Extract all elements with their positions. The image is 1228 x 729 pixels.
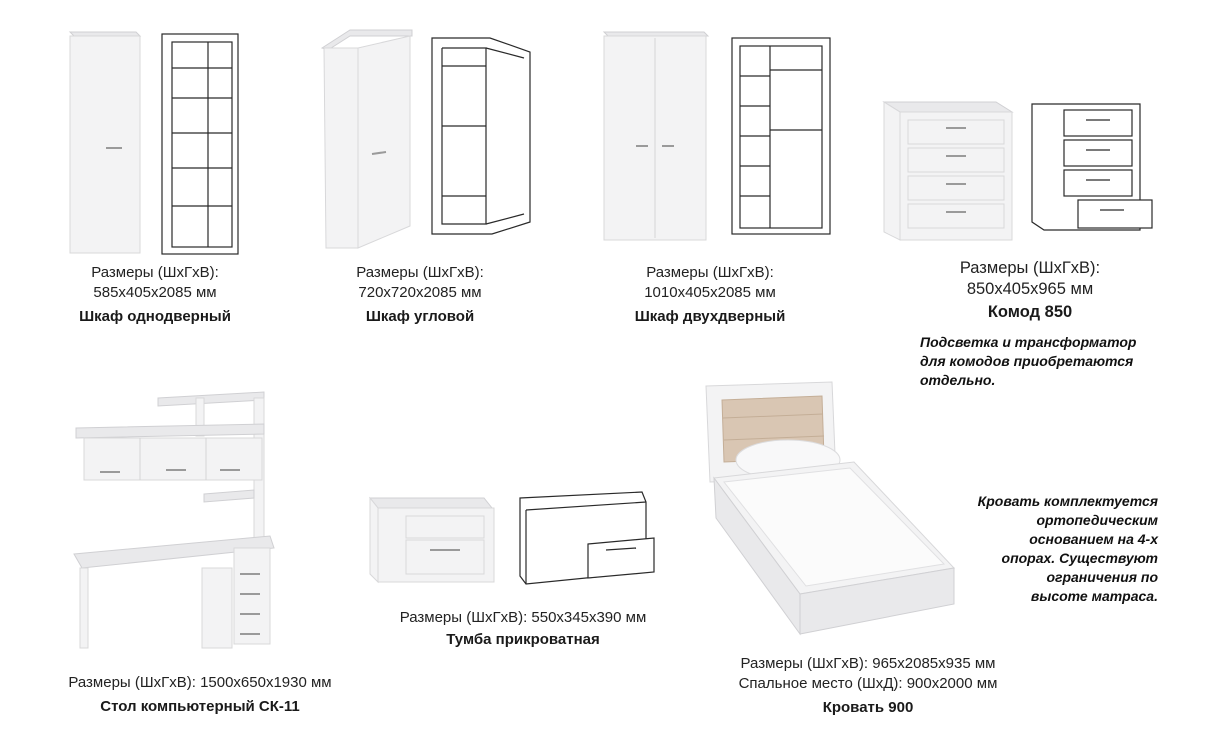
product-dims-line2: 585х405х2085 мм <box>93 284 217 301</box>
product-dims-line1: Размеры (ШхГхВ): <box>646 264 774 281</box>
note-line: высоте матраса. <box>1030 588 1158 604</box>
product-dims-line1: Размеры (ШхГхВ): <box>91 264 219 281</box>
corner-wardrobe-image <box>320 29 531 249</box>
dresser-850-image <box>882 101 1153 241</box>
product-name: Стол компьютерный СК-11 <box>100 698 300 715</box>
product-dims-line1: Размеры (ШхГхВ): <box>356 264 484 281</box>
product-dims-line2: 850х405х965 мм <box>966 280 1094 298</box>
product-dims-line2: 1010х405х2085 мм <box>644 284 776 301</box>
product-dims-line2: 720х720х2085 мм <box>358 284 482 301</box>
note-line: опорах. Существуют <box>1001 550 1158 566</box>
two-door-wardrobe-image <box>602 31 831 241</box>
product-dims-line1: Размеры (ШхГхВ): 1500х650х1930 мм <box>68 674 332 691</box>
bed-note: Кровать комплектуется ортопедическим осн… <box>950 492 1158 606</box>
product-dims-line1: Размеры (ШхГхВ): 550х345х390 мм <box>399 609 647 626</box>
note-line: ортопедическим <box>1036 512 1158 528</box>
note-line: для комодов приобретаются <box>920 353 1134 369</box>
note-line: отдельно. <box>920 372 996 388</box>
note-line: ограничения по <box>1046 569 1158 585</box>
note-line: Подсветка и трансформатор <box>920 334 1137 350</box>
product-name: Шкаф однодверный <box>79 308 231 325</box>
dresser-note: Подсветка и трансформатор для комодов пр… <box>920 333 1160 390</box>
product-dims-line1: Размеры (ШхГхВ): <box>959 259 1101 277</box>
product-dims-line2: Спальное место (ШхД): 900х2000 мм <box>738 675 998 692</box>
product-name: Шкаф угловой <box>365 308 475 325</box>
bed-900-image <box>705 381 956 636</box>
product-name: Шкаф двухдверный <box>634 308 786 325</box>
note-line: Кровать комплектуется <box>977 493 1158 509</box>
single-door-wardrobe-image <box>68 31 239 255</box>
product-name: Кровать 900 <box>822 699 914 716</box>
product-name: Тумба прикроватная <box>446 631 600 648</box>
product-dims-line1: Размеры (ШхГхВ): 965х2085х935 мм <box>740 655 996 672</box>
note-line: основанием на 4-х <box>1029 531 1158 547</box>
computer-desk-image <box>73 391 275 649</box>
bedside-table-image <box>368 491 655 585</box>
product-name: Комод 850 <box>987 303 1073 321</box>
